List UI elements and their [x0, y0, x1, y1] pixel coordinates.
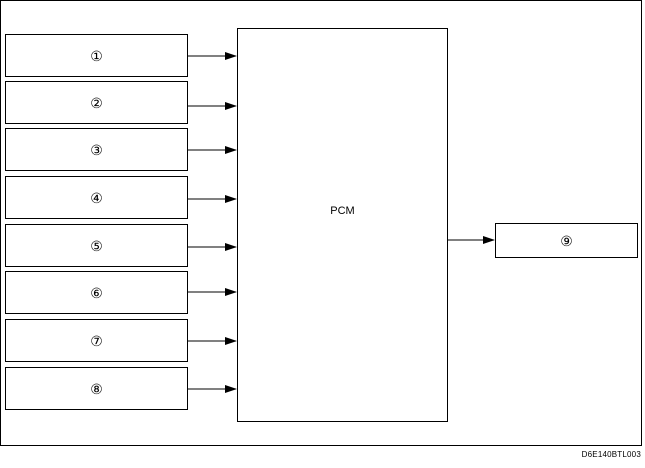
input-label-8: ⑧ — [90, 380, 103, 397]
input-label-2: ② — [90, 94, 103, 111]
input-label-6: ⑥ — [90, 284, 103, 301]
input-box-4: ④ — [5, 176, 188, 219]
diagram-frame — [0, 0, 642, 446]
pcm-box: PCM — [237, 28, 448, 422]
pcm-label: PCM — [330, 204, 355, 217]
input-box-7: ⑦ — [5, 319, 188, 362]
output-box: ⑨ — [495, 223, 638, 258]
input-box-5: ⑤ — [5, 224, 188, 267]
input-label-7: ⑦ — [90, 332, 103, 349]
output-label: ⑨ — [560, 232, 573, 249]
input-box-1: ① — [5, 34, 188, 77]
input-label-5: ⑤ — [90, 237, 103, 254]
input-box-8: ⑧ — [5, 367, 188, 410]
input-box-2: ② — [5, 81, 188, 124]
input-label-3: ③ — [90, 141, 103, 158]
input-label-1: ① — [90, 47, 103, 64]
input-box-3: ③ — [5, 128, 188, 171]
input-box-6: ⑥ — [5, 271, 188, 314]
figure-code: D6E140BTL003 — [581, 450, 641, 459]
input-label-4: ④ — [90, 189, 103, 206]
